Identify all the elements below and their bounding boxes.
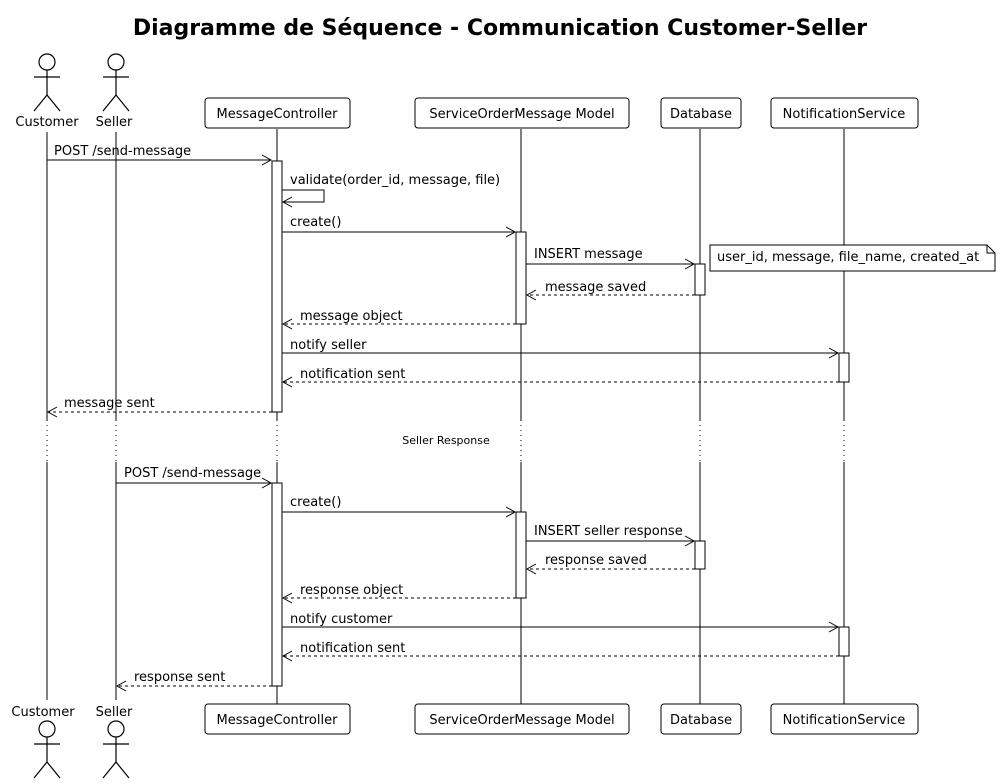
message-notification-sent-1: notification sent <box>281 367 839 388</box>
participant-database-bottom: Database <box>660 703 742 735</box>
message-label: notify customer <box>290 612 393 627</box>
actor-label: Seller <box>96 115 133 130</box>
activation-model-2 <box>515 511 527 599</box>
message-insert-message: INSERT message <box>526 247 696 270</box>
activation-controller-2 <box>271 482 283 687</box>
note-database: user_id, message, file_name, created_at <box>709 244 996 272</box>
message-label: message saved <box>545 280 646 295</box>
message-label: create() <box>290 215 341 230</box>
message-label: validate(order_id, message, file) <box>290 173 500 188</box>
participant-label: Database <box>670 713 732 728</box>
participant-model-top: ServiceOrderMessage Model <box>414 97 630 129</box>
actor-customer-top: Customer <box>15 53 79 130</box>
actor-label: Customer <box>15 115 79 130</box>
activation-model-1 <box>515 231 527 325</box>
message-response-saved: response saved <box>525 553 695 575</box>
message-response-sent: response sent <box>115 670 272 692</box>
message-label: message object <box>300 309 403 324</box>
activation-controller-1 <box>271 160 283 413</box>
message-label: POST /send-message <box>124 466 261 481</box>
actor-figure-icon <box>38 720 56 738</box>
actor-seller-bottom: Seller <box>96 705 133 779</box>
participant-label: MessageController <box>217 713 339 728</box>
actor-figure-icon <box>107 720 125 738</box>
activation-notification-1 <box>838 352 850 383</box>
message-label: notify seller <box>290 338 367 353</box>
message-label: response saved <box>545 553 647 568</box>
message-label: create() <box>290 495 341 510</box>
message-label: response sent <box>134 670 225 685</box>
participant-label: ServiceOrderMessage Model <box>429 713 614 728</box>
message-label: notification sent <box>300 367 405 382</box>
message-label: INSERT seller response <box>534 524 683 539</box>
message-create-1: create() <box>282 215 517 238</box>
participant-controller-top: MessageController <box>204 97 351 129</box>
actor-seller-top: Seller <box>96 53 133 130</box>
message-response-object: response object <box>281 583 516 604</box>
message-insert-seller-response: INSERT seller response <box>526 524 696 547</box>
participant-label: NotificationService <box>783 107 906 122</box>
message-label: message sent <box>64 396 155 411</box>
diagram-title: Diagramme de Séquence - Communication Cu… <box>133 16 867 41</box>
message-notification-sent-2: notification sent <box>281 641 839 662</box>
messages: POST /send-message validate(order_id, me… <box>46 144 840 692</box>
message-label: INSERT message <box>534 247 643 262</box>
participant-label: Database <box>670 107 732 122</box>
participant-model-bottom: ServiceOrderMessage Model <box>414 703 630 735</box>
participant-label: NotificationService <box>783 713 906 728</box>
activation-database-2 <box>694 540 706 570</box>
divider-label: Seller Response <box>402 434 490 447</box>
actor-label: Customer <box>11 705 75 720</box>
actor-figure-icon <box>107 53 125 71</box>
message-label: notification sent <box>300 641 405 656</box>
participant-label: ServiceOrderMessage Model <box>429 107 614 122</box>
message-message-object: message object <box>281 309 516 330</box>
participant-controller-bottom: MessageController <box>204 703 351 735</box>
activations <box>271 160 850 687</box>
activation-database-1 <box>694 263 706 296</box>
participant-database-top: Database <box>660 97 742 129</box>
actor-customer-bottom: Customer <box>11 705 75 779</box>
actor-figure-icon <box>38 53 56 71</box>
note-text: user_id, message, file_name, created_at <box>717 250 979 265</box>
activation-notification-2 <box>838 626 850 657</box>
message-label: response object <box>300 583 403 598</box>
message-notify-seller: notify seller <box>282 338 840 359</box>
message-post-send-message-customer: POST /send-message <box>47 144 273 166</box>
message-create-2: create() <box>282 495 517 518</box>
message-message-sent: message sent <box>46 396 272 418</box>
actor-label: Seller <box>96 705 133 720</box>
message-label: POST /send-message <box>54 144 191 159</box>
participant-notification-bottom: NotificationService <box>770 703 919 735</box>
lifelines <box>46 129 845 704</box>
message-message-saved: message saved <box>525 280 695 301</box>
participant-label: MessageController <box>217 107 339 122</box>
participant-notification-top: NotificationService <box>770 97 919 129</box>
message-notify-customer: notify customer <box>282 612 840 633</box>
message-post-send-message-seller: POST /send-message <box>116 466 273 489</box>
message-validate: validate(order_id, message, file) <box>281 173 500 208</box>
